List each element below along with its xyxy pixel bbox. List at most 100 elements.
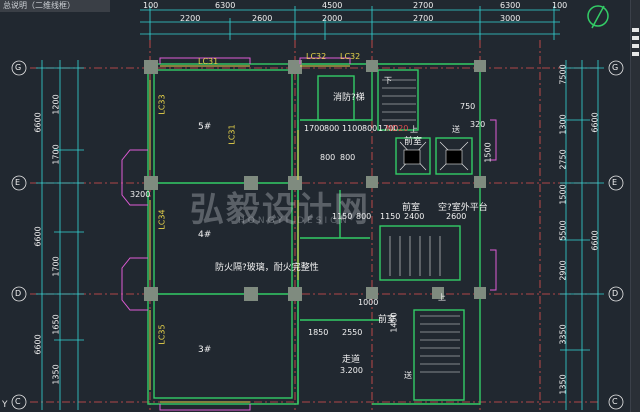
dim-right-5: 5500 <box>558 220 568 241</box>
watermark-sub: HONGYI DESIGN <box>238 216 350 226</box>
dim-right-9: 1350 <box>558 374 568 395</box>
axis-label-g-right: G <box>612 63 619 72</box>
right-dimension-lines <box>560 60 604 410</box>
dim-core-11: 2600 <box>446 212 467 221</box>
axis-label-e-right: E <box>612 178 618 187</box>
dim-top-1: 6300 <box>215 1 236 10</box>
elevation-label: 3.200 <box>340 366 363 375</box>
north-arrow <box>587 5 609 29</box>
dim-left-1: 1200 <box>51 94 61 115</box>
dim-right-1: 1300 <box>558 114 568 135</box>
dim-left-5: 6600 <box>33 334 43 355</box>
side-toolbar[interactable] <box>630 0 640 412</box>
dim-core-3: 800 <box>362 124 378 133</box>
dim-core-0: 1700 <box>304 124 325 133</box>
firewall-note: 防火隔?玻璃，耐火完整性 <box>215 263 319 273</box>
drawing-tab[interactable]: 总说明（二维线框） <box>0 0 110 12</box>
toolbar-handle-icon[interactable] <box>632 28 639 32</box>
dim-left-6: 1650 <box>51 314 61 335</box>
axis-label-e-left: E <box>15 178 21 187</box>
toolbar-handle-icon[interactable] <box>632 44 639 48</box>
axis-label-d-right: D <box>612 289 619 298</box>
top-dimension-lines <box>140 6 560 40</box>
room-label-outdoor: 空?室外平台 <box>438 203 488 213</box>
dim-core-1: 800 <box>324 124 340 133</box>
dim-core-2: 1100 <box>342 124 363 133</box>
window-tag-4: LC35 <box>157 324 167 345</box>
dim-core-6: 800 <box>340 153 356 162</box>
dim-right-0: 7500 <box>558 64 568 85</box>
dim-core-14: 2550 <box>342 328 363 337</box>
elevator-symbols <box>399 141 469 171</box>
dim-core-9: 1150 <box>380 212 401 221</box>
dim-core-12: 3200 <box>130 190 151 199</box>
axis-label-g-left: G <box>15 63 22 72</box>
door-tag-nd20: ND20 <box>386 124 409 133</box>
toolbar-handle-icon[interactable] <box>632 36 639 40</box>
room-label-fire-lift: 消防?梯 <box>333 93 365 103</box>
window-tag-5: LC31 <box>227 124 237 145</box>
dim-core-16: 1000 <box>358 298 379 307</box>
dim-core-4: 1700 <box>378 124 399 133</box>
bay-windows <box>121 57 497 411</box>
dim-top-0: 100 <box>143 1 159 10</box>
room-label-unit5: 5# <box>198 122 212 132</box>
window-tag-2: LC33 <box>157 94 167 115</box>
dim-right-2: 2750 <box>558 149 568 170</box>
axis-label-d-left: D <box>15 289 22 298</box>
dim-top-inner-0: 2200 <box>180 14 201 23</box>
room-label-lobby2: 前室 <box>402 203 421 213</box>
window-tag-1: LC32 <box>306 52 327 61</box>
dim-right-6: 2900 <box>558 260 568 281</box>
stair-label-down: 下 <box>384 76 392 85</box>
window-tag-6: LC32 <box>340 52 361 61</box>
dim-top-inner-4: 3000 <box>500 14 521 23</box>
dim-top-inner-2: 2000 <box>322 14 343 23</box>
room-label-lobby: 前室 <box>404 137 423 147</box>
dim-top-5: 100 <box>552 1 568 10</box>
window-lines <box>149 65 350 403</box>
dim-core-7: 1150 <box>332 212 353 221</box>
grid-bubbles <box>11 60 624 410</box>
stair-label-send-2: 送 <box>404 371 412 380</box>
dim-right-4: 1500 <box>558 184 568 205</box>
dim-core-5: 800 <box>320 153 336 162</box>
stair-label-up-2: 上 <box>438 293 446 302</box>
dim-core-8: 800 <box>356 212 372 221</box>
stair-label-up: 上 <box>410 125 418 134</box>
dim-top-2: 4500 <box>322 1 343 10</box>
dim-core-17: 1500 <box>483 142 493 163</box>
dim-core-18: 750 <box>460 102 476 111</box>
room-label-lobby3: 前室 <box>378 315 397 325</box>
axis-label-c-right: C <box>612 397 618 406</box>
toolbar-handle-icon[interactable] <box>632 52 639 56</box>
ucs-y-icon: Y <box>2 400 8 410</box>
window-tag-0: LC31 <box>198 57 219 66</box>
axis-label-c-left: C <box>15 397 21 406</box>
dim-top-3: 2700 <box>413 1 434 10</box>
window-tag-3: LC34 <box>157 209 167 230</box>
dim-top-inner-3: 2700 <box>413 14 434 23</box>
dim-right-7: 6600 <box>590 230 600 251</box>
dim-left-2: 1700 <box>51 144 61 165</box>
dim-core-19: 320 <box>470 120 486 129</box>
dim-right-8: 3350 <box>558 324 568 345</box>
dim-core-13: 1850 <box>308 328 329 337</box>
building-walls <box>147 63 481 405</box>
room-label-unit3: 3# <box>198 345 212 355</box>
dim-top-4: 6300 <box>500 1 521 10</box>
left-dimension-lines <box>36 60 84 410</box>
room-label-corridor: 走道 <box>342 355 361 365</box>
dim-top-inner-1: 2600 <box>252 14 273 23</box>
dim-left-4: 1700 <box>51 256 61 277</box>
watermark-logo: 弘毅设计网 <box>190 190 370 230</box>
stair-label-send: 送 <box>452 125 460 134</box>
room-label-unit4: 4# <box>198 230 212 240</box>
dim-core-10: 2400 <box>404 212 425 221</box>
dim-left-3: 6600 <box>33 226 43 247</box>
dim-right-3: 6600 <box>590 112 600 133</box>
dim-left-0: 6600 <box>33 112 43 133</box>
stair-treads <box>382 79 460 373</box>
